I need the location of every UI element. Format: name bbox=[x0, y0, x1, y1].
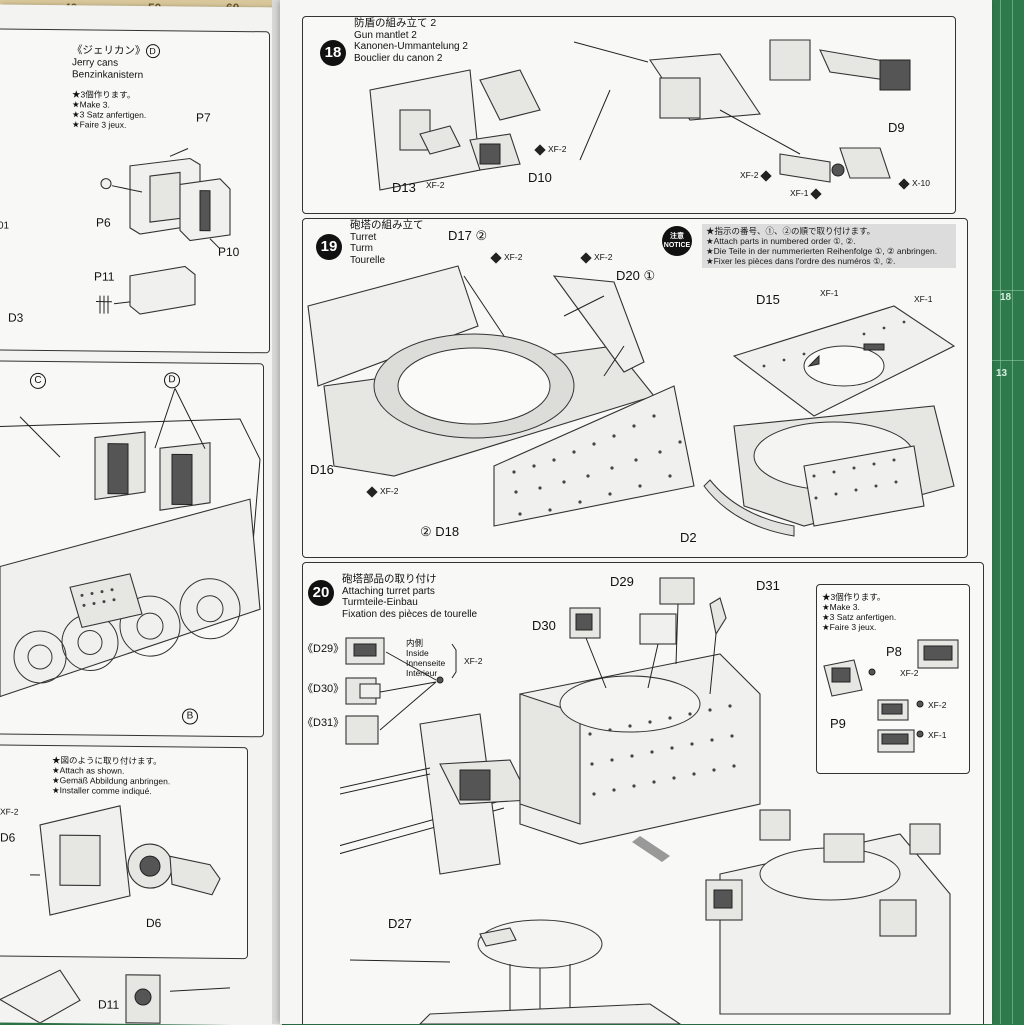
part-label-d15: D15 bbox=[756, 292, 780, 307]
part-label-d6: D6 bbox=[146, 916, 162, 931]
part-label-p8: P8 bbox=[886, 644, 902, 659]
paint-xf2: XF-2 bbox=[534, 144, 566, 156]
part-label-d20: D20 ① bbox=[616, 268, 656, 283]
paint-xf2: XF-2 bbox=[900, 668, 919, 678]
mat-number: 13 bbox=[996, 368, 1008, 379]
callout-c: C bbox=[30, 372, 46, 390]
part-label-p6: P6 bbox=[96, 215, 111, 230]
callout-letter: D bbox=[145, 44, 160, 59]
paint-code: XF-2 bbox=[0, 806, 19, 817]
paint-xf2: XF-2 bbox=[366, 486, 398, 498]
mat-grid-line bbox=[1012, 0, 1013, 1024]
part-label-d11: D11 bbox=[98, 997, 120, 1012]
paint-xf2: XF-2 bbox=[490, 252, 522, 264]
part-label-p11: P11 bbox=[94, 269, 115, 284]
edge-fragment: 01 bbox=[0, 220, 10, 232]
paint-xf1: XF-1 bbox=[790, 188, 824, 200]
mat-grid-line bbox=[992, 290, 1024, 291]
jerry-cans-title: 《ジェリカン》D Jerry cans Benzinkanistern bbox=[72, 43, 160, 81]
paint-xf2: XF-2 bbox=[740, 170, 774, 182]
part-label-d2: D2 bbox=[680, 530, 697, 545]
mat-number: 18 bbox=[1000, 292, 1012, 303]
inset-note: ★3個作ります。★Make 3. ★3 Satz anfertigen.★Fai… bbox=[822, 592, 897, 632]
mat-grid-line bbox=[992, 360, 1024, 361]
part-label-d27: D27 bbox=[388, 916, 412, 931]
paint-x10: X-10 bbox=[898, 178, 930, 190]
part-label-d3: D3 bbox=[8, 310, 24, 325]
attach-as-shown-note: ★図のように取り付けます。★Attach as shown. ★Gemäß Ab… bbox=[52, 755, 171, 797]
part-label-p9: P9 bbox=[830, 716, 846, 731]
paint-xf2: XF-2 bbox=[928, 700, 947, 710]
numbered-order-notice: ★指示の番号、①、②の順で取り付けます。★Attach parts in num… bbox=[702, 224, 956, 268]
jerry-can-diagram bbox=[96, 148, 231, 315]
callout-d: D bbox=[164, 372, 180, 389]
make-three-note: ★3個作ります。★Make 3. ★3 Satz anfertigen.★Fai… bbox=[72, 89, 147, 130]
part-label-d18: ② D18 bbox=[420, 524, 460, 539]
mantlet-diagram bbox=[30, 805, 221, 916]
paint-xf1: XF-1 bbox=[928, 730, 947, 740]
part-label-p10: P10 bbox=[218, 244, 240, 260]
part-label-p7: P7 bbox=[196, 110, 211, 125]
paint-xf2: XF-2 bbox=[464, 656, 483, 666]
step-number-20: 20 bbox=[308, 580, 334, 606]
paint-xf2: XF-2 bbox=[426, 180, 445, 190]
paint-xf1: XF-1 bbox=[820, 288, 839, 298]
step-number-19: 19 bbox=[316, 234, 342, 260]
part-label-d9: D9 bbox=[888, 120, 905, 135]
part-label-d6: D6 bbox=[0, 830, 16, 845]
side-label-d29: 《D29》 bbox=[302, 643, 345, 655]
part-label-d31: D31 bbox=[756, 578, 780, 593]
side-label-d30: 《D30》 bbox=[302, 683, 345, 695]
part-label-d29: D29 bbox=[610, 574, 634, 589]
part-label-d17: D17 ② bbox=[448, 228, 488, 243]
part-label-d16: D16 bbox=[310, 462, 334, 477]
part-label-d30: D30 bbox=[532, 618, 556, 633]
hull-track-diagram bbox=[0, 388, 261, 698]
step-18-diagram bbox=[369, 39, 911, 191]
mat-grid-line bbox=[1000, 0, 1001, 1024]
left-page: 《ジェリカン》D Jerry cans Benzinkanistern ★3個作… bbox=[0, 4, 282, 1025]
paint-xf1: XF-1 bbox=[914, 294, 933, 304]
part-label-d10: D10 bbox=[528, 170, 552, 185]
inset-parts-diagram bbox=[823, 639, 959, 753]
callout-b: B bbox=[182, 708, 198, 725]
side-label-d31: 《D31》 bbox=[302, 717, 345, 729]
part-label-d13: D13 bbox=[392, 180, 416, 195]
paint-xf2: XF-2 bbox=[580, 252, 612, 264]
bottom-fragment-diagram bbox=[0, 969, 231, 1024]
step-number-18: 18 bbox=[320, 40, 346, 66]
step-19-turret-diagram bbox=[307, 265, 956, 537]
step-20-diagram bbox=[340, 577, 951, 1024]
